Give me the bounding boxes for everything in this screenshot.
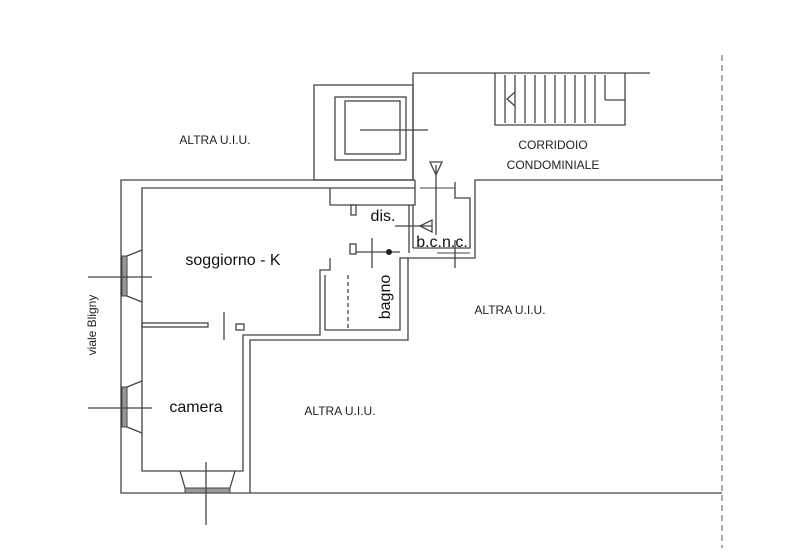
label-street: viale Bligny	[85, 295, 99, 356]
label-condominiale: CONDOMINIALE	[507, 158, 600, 172]
stairs	[494, 73, 626, 126]
window	[184, 487, 231, 494]
label-altra-uiu-top-left: ALTRA U.I.U.	[179, 133, 250, 147]
room-labels: ALTRA U.I.U. CORRIDOIO CONDOMINIALE dis.…	[85, 133, 599, 418]
door-hinge-icon	[386, 249, 392, 255]
label-dis: dis.	[371, 208, 396, 225]
label-bcnc: b.c.n.c.	[416, 234, 468, 251]
label-altra-uiu-bottom: ALTRA U.I.U.	[304, 404, 375, 418]
window	[121, 255, 128, 297]
window	[121, 386, 128, 428]
label-bagno: bagno	[377, 275, 394, 320]
label-corridoio: CORRIDOIO	[518, 138, 587, 152]
label-altra-uiu-right: ALTRA U.I.U.	[474, 303, 545, 317]
walls	[88, 55, 723, 548]
label-soggiorno: soggiorno - K	[185, 252, 280, 269]
label-camera: camera	[169, 399, 222, 416]
